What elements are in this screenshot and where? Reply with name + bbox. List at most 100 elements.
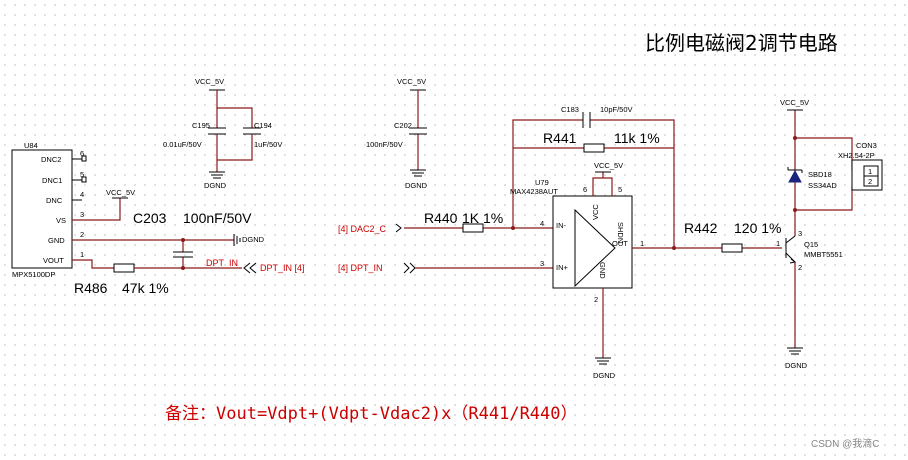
r442-ref: R442: [684, 220, 718, 236]
u84-vcc-label: VCC_5V: [106, 188, 135, 197]
c183-wires: [512, 119, 675, 148]
q15-gnd-symbol: [787, 347, 803, 355]
sbd18-ref: SBD18: [808, 170, 832, 179]
u79-vcc-label: VCC: [591, 204, 600, 220]
u84-pin-name-dnc: DNC: [46, 196, 63, 205]
q15-legs: [785, 235, 796, 263]
junction-c203-bottom: [181, 266, 185, 270]
u84-pin-name-dnc2: DNC2: [41, 155, 61, 164]
r441-body: [583, 143, 605, 153]
u79-pin-6: 6: [583, 185, 587, 194]
c195-value: 0.01uF/50V: [163, 140, 202, 149]
u84-pin-name-vout: VOUT: [43, 256, 64, 265]
q15-part: MMBT5551: [804, 250, 843, 259]
cap-leads: [216, 134, 253, 139]
u84-pin-name-dnc1: DNC1: [42, 176, 62, 185]
diagram-title: 比例电磁阀2调节电路: [645, 31, 838, 55]
u79-pin-5: 5: [618, 185, 622, 194]
junction-collector-con3: [793, 208, 797, 212]
vcc-label-c202: VCC_5V: [397, 77, 426, 86]
c195-gnd-symbol: [209, 171, 225, 179]
dpt-in-net-label: DPT_IN: [206, 258, 238, 268]
con3-connector: 1 2 CON3 XH2.54-2P: [838, 141, 883, 191]
wire-out-feedback: [632, 148, 675, 249]
u79-triangle: [574, 208, 616, 288]
u79-opamp: U79 MAX4238AUT IN- IN+ OUT VCC SHDN GND …: [510, 178, 644, 304]
q15-ref: Q15: [804, 240, 818, 249]
con3-pin-1: 1: [868, 167, 872, 176]
u84-part: MPX5100DP: [12, 270, 55, 279]
u79-in-minus: IN-: [556, 221, 567, 230]
u79-part: MAX4238AUT: [510, 187, 558, 196]
q15-pin-2: 2: [798, 263, 802, 272]
r440-ref: R440: [424, 210, 458, 226]
u79-vcc-net: VCC_5V: [594, 161, 623, 170]
u79-ref: U79: [535, 178, 549, 187]
c203-plates: [173, 251, 193, 258]
u84-sensor: U84 MPX5100DP DNC2 DNC1 DNC VS GND VOUT …: [11, 141, 87, 279]
u79-pin-2: 2: [594, 295, 598, 304]
q15-transistor: 1 3 2 Q15 MMBT5551: [776, 229, 843, 272]
u79-out-label: OUT: [612, 239, 628, 248]
u84-pin-num-4: 4: [80, 190, 84, 199]
c195-plates: [208, 127, 226, 135]
r486-body: [113, 263, 135, 273]
u79-gnd-label: GND: [598, 262, 607, 279]
q15-pin-1: 1: [776, 239, 780, 248]
c183-plates: [582, 112, 591, 128]
wire-u84-vout: [72, 259, 114, 269]
u84-body: [11, 149, 73, 269]
c202-plates: [409, 127, 427, 135]
formula-note: 备注：Vout=Vdpt+(Vdpt-Vdac2)x（R441/R440）: [165, 404, 578, 424]
wire-vcc-to-con3: [794, 110, 853, 170]
c195-c194-wires: [216, 90, 253, 172]
u79-body: [552, 195, 633, 289]
q15-emitter-arrow: [789, 258, 797, 264]
u84-pin-num-1: 1: [80, 250, 84, 259]
r440-value: 1K 1%: [462, 210, 503, 226]
dac2-port-label: [4] DAC2_C: [338, 224, 387, 234]
junction-c203-top: [181, 238, 185, 242]
c183-ref: C183: [561, 105, 579, 114]
c195-ref: C195: [192, 121, 210, 130]
u84-gnd-symbol: [233, 234, 241, 246]
con3-ref: CON3: [856, 141, 877, 150]
c202-ref: C202: [394, 121, 412, 130]
u79-in-plus: IN+: [556, 263, 569, 272]
u84-pin-num-2: 2: [80, 230, 84, 239]
u79-shdn-label: SHDN: [616, 222, 625, 243]
c194-value: 1uF/50V: [254, 140, 282, 149]
dpt-in-port-label-right: [4] DPT_IN: [338, 263, 383, 273]
u79-pin-1: 1: [640, 239, 644, 248]
q15-gnd-net: DGND: [785, 361, 808, 370]
u84-pin-num-6: 6: [80, 149, 84, 158]
dac2-arrow: [395, 223, 402, 233]
c203-value: 100nF/50V: [183, 210, 252, 226]
u79-gnd-symbol: [595, 357, 611, 365]
u84-ref: U84: [24, 141, 38, 150]
u79-gnd-net: DGND: [593, 371, 616, 380]
sbd18-triangle: [788, 169, 802, 183]
c183-value: 10pF/50V: [600, 105, 633, 114]
junction-vcc-con3: [793, 136, 797, 140]
c203-ref: C203: [133, 210, 167, 226]
u79-pin-4: 4: [540, 219, 544, 228]
u84-nc-marker-6: [81, 155, 87, 162]
u84-pin-name-vs: VS: [56, 216, 66, 225]
wire-u84-vs: [72, 198, 121, 221]
dpt-in-arrow-left: [243, 262, 257, 274]
u84-pin-num-3: 3: [80, 210, 84, 219]
r486-ref: R486: [74, 280, 108, 296]
u84-gnd-label: DGND: [242, 235, 265, 244]
c202-gnd-label: DGND: [405, 181, 428, 190]
c194-ref: C194: [254, 121, 272, 130]
dpt-in-port-label-left: DPT_IN [4]: [260, 263, 305, 273]
con3-pin-2: 2: [868, 177, 872, 186]
c202-decoupling: VCC_5V C202 100nF/50V DGND: [366, 77, 428, 190]
sbd18-cathode: [787, 167, 803, 173]
r440-body: [462, 223, 484, 233]
u84-pin-num-5: 5: [80, 170, 84, 179]
watermark: CSDN @我滴C: [811, 437, 880, 450]
